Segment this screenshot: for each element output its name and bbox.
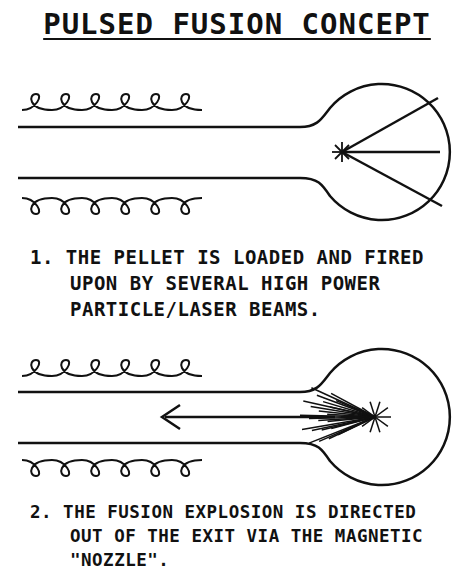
chamber-outline	[18, 84, 450, 220]
explosion-rays	[300, 388, 391, 443]
beam	[342, 152, 442, 206]
coil-winding	[22, 198, 202, 214]
arrow-head	[162, 405, 180, 429]
coil-winding	[22, 94, 202, 110]
chamber-outline	[18, 349, 450, 485]
chamber-figure	[18, 349, 450, 485]
chamber-figure	[18, 84, 450, 220]
step-caption: 2. THE FUSION EXPLOSION IS DIRECTED OUT …	[30, 500, 460, 572]
coil-winding	[22, 460, 202, 476]
beam	[342, 98, 438, 152]
pellet-star	[332, 142, 352, 162]
diagram-title: PULSED FUSION CONCEPT	[37, 6, 437, 42]
step-caption: 1. THE PELLET IS LOADED AND FIRED UPON B…	[30, 244, 460, 322]
beam	[342, 151, 440, 154]
coil-winding	[22, 360, 202, 376]
